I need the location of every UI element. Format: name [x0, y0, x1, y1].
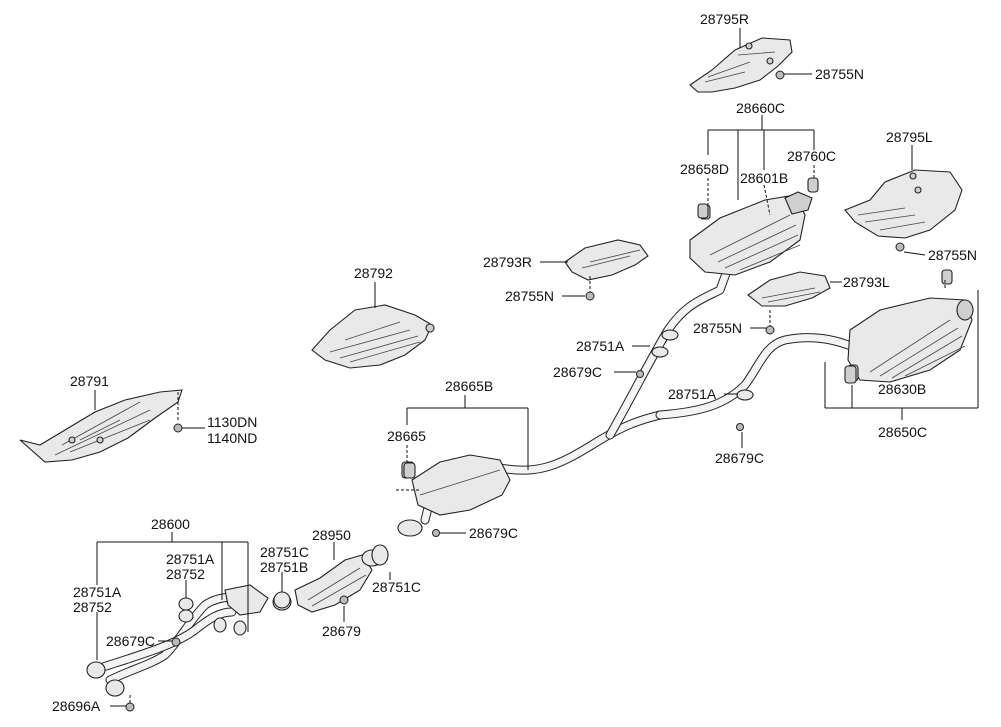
label-28696A: 28696A	[52, 698, 101, 714]
label-28795L: 28795L	[886, 129, 933, 145]
heat-shield-28795L	[844, 169, 963, 239]
label-28658D: 28658D	[680, 161, 729, 177]
label-28755N-lower: 28755N	[693, 320, 742, 336]
label-28630B: 28630B	[878, 381, 926, 397]
leader-lines	[94, 28, 979, 707]
label-28791: 28791	[70, 373, 109, 389]
exhaust-manifold-28600	[86, 584, 269, 697]
label-28950: 28950	[312, 527, 351, 543]
label-28793R: 28793R	[483, 254, 532, 270]
label-28755N-upper: 28755N	[815, 66, 864, 82]
label-28679C-right: 28679C	[715, 450, 764, 466]
heat-shield-28791	[19, 389, 183, 463]
heat-shield-28792	[311, 304, 435, 369]
heat-shield-28795R	[689, 37, 793, 93]
label-28650C: 28650C	[878, 424, 927, 440]
label-28760C: 28760C	[787, 148, 836, 164]
label-28755N-right: 28755N	[928, 247, 977, 263]
label-28600: 28600	[151, 516, 190, 532]
label-28751C-right: 28751C	[372, 579, 421, 595]
label-28751A-right: 28751A	[668, 386, 717, 402]
label-28793L: 28793L	[843, 274, 890, 290]
label-28795R: 28795R	[700, 11, 749, 27]
label-28755N-mid: 28755N	[505, 288, 554, 304]
label-28679: 28679	[322, 623, 361, 639]
part-labels: 28795R 28755N 28660C 28795L 28658D 28760…	[52, 11, 977, 714]
label-28751B: 28751B	[260, 559, 308, 575]
heat-shield-28793R	[564, 239, 649, 281]
gaskets-and-fasteners	[125, 70, 905, 712]
front-muffler-28601B	[689, 177, 819, 276]
label-28601B: 28601B	[740, 170, 788, 186]
label-28751A-upper: 28751A	[576, 338, 625, 354]
label-28751A-left: 28751A	[73, 584, 122, 600]
label-28751C-left: 28751C	[260, 544, 309, 560]
label-1140ND: 1140ND	[207, 430, 257, 446]
label-28679C-manifold: 28679C	[106, 633, 155, 649]
label-28679C-center: 28679C	[469, 525, 518, 541]
label-1130DN: 1130DN	[207, 414, 257, 430]
label-28752-manifold: 28752	[166, 566, 205, 582]
label-28660C: 28660C	[736, 100, 785, 116]
label-28792: 28792	[354, 265, 393, 281]
label-28752-left: 28752	[73, 599, 112, 615]
label-28665: 28665	[387, 428, 426, 444]
label-28679C-upper: 28679C	[553, 364, 602, 380]
label-28751A-manifold: 28751A	[166, 551, 215, 567]
heat-shield-28793L	[747, 271, 831, 307]
label-28665B: 28665B	[445, 378, 493, 394]
